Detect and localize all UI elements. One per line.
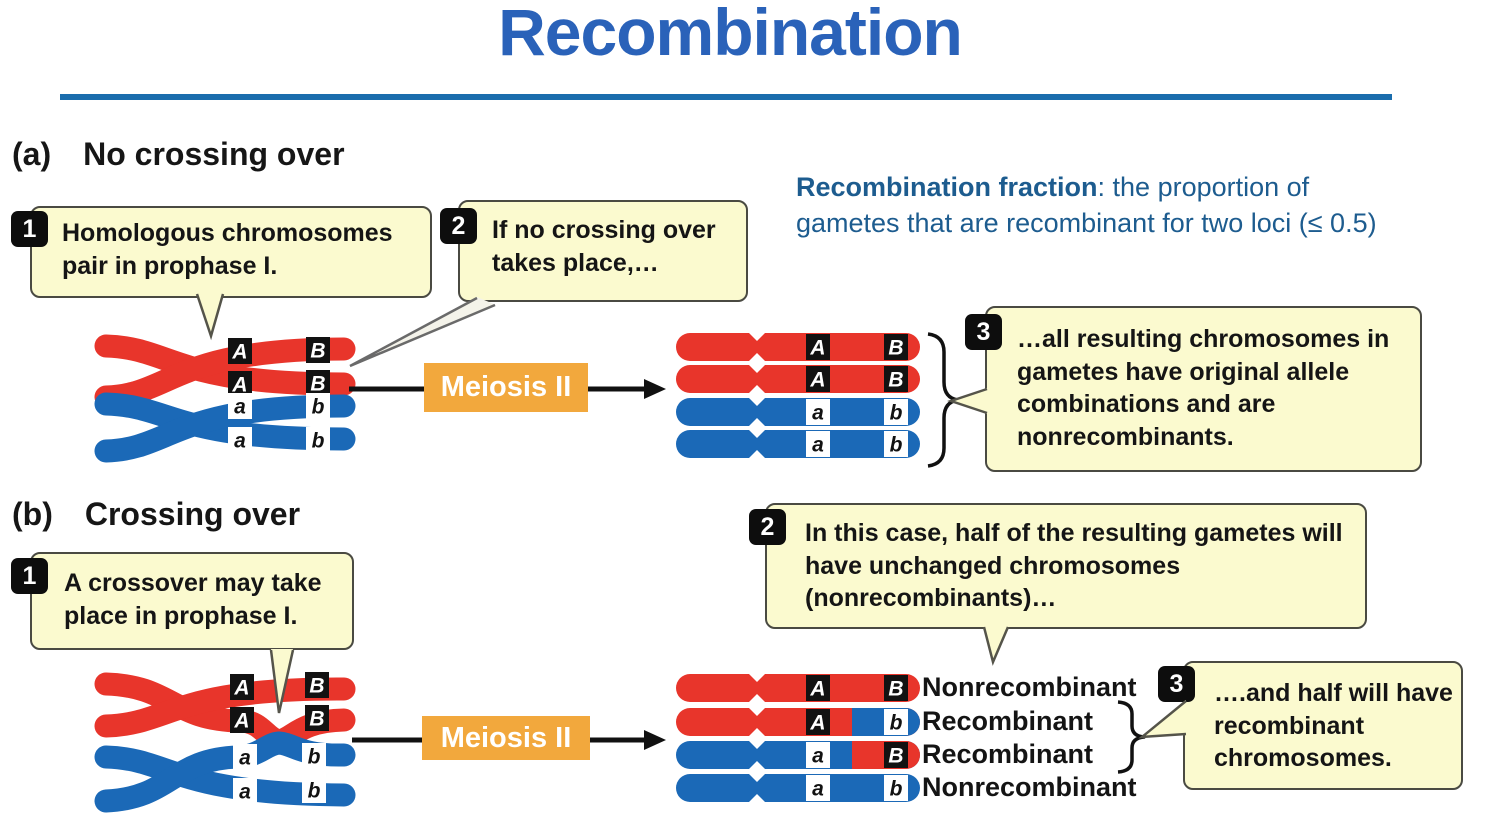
callout-a1-text: Homologous chromosomes pair in prophase … — [62, 219, 393, 280]
svg-text:B: B — [888, 369, 903, 392]
callout-b2-text: In this case, half of the resulting game… — [805, 519, 1343, 612]
svg-text:B: B — [888, 745, 903, 768]
page-title: Recombination — [498, 0, 963, 69]
svg-text:a: a — [239, 781, 251, 804]
callout-b2: In this case, half of the resulting game… — [765, 503, 1367, 629]
definition-text-line2: gametes that are recombinant for two loc… — [796, 207, 1377, 238]
svg-text:b: b — [890, 434, 903, 457]
svg-text:A: A — [231, 341, 247, 364]
svg-text:A: A — [809, 337, 825, 360]
svg-text:A: A — [233, 677, 249, 700]
section-a-title: No crossing over — [83, 136, 345, 172]
svg-text:B: B — [309, 675, 324, 698]
callout-b1: A crossover may take place in prophase I… — [30, 552, 354, 650]
result-label-nonrecombinant-1: Nonrecombinant — [922, 672, 1137, 702]
step-badge-a2: 2 — [440, 208, 477, 244]
svg-text:a: a — [812, 745, 824, 768]
result-label-nonrecombinant-2: Nonrecombinant — [922, 772, 1137, 802]
svg-text:a: a — [239, 747, 251, 770]
svg-text:A: A — [233, 710, 249, 733]
result-label-recombinant-2: Recombinant — [922, 739, 1094, 769]
callout-a2-text: If no crossing over takes place,… — [492, 216, 716, 277]
section-b-heading: (b) Crossing over — [12, 496, 300, 533]
homolog-pair-a: A B A B a b a b — [94, 334, 356, 463]
svg-text:b: b — [312, 430, 325, 453]
svg-text:a: a — [812, 402, 824, 425]
callout-a3: …all resulting chromosomes in gametes ha… — [985, 306, 1422, 472]
callout-a3-text: …all resulting chromosomes in gametes ha… — [1017, 325, 1390, 451]
definition-term: Recombination fraction — [796, 172, 1098, 202]
callout-b3: ….and half will have recombinant chromos… — [1183, 661, 1463, 790]
svg-text:b: b — [312, 396, 325, 419]
svg-text:B: B — [310, 340, 325, 363]
svg-text:a: a — [812, 778, 824, 801]
step-badge-b1: 1 — [11, 558, 48, 594]
callout-a1: Homologous chromosomes pair in prophase … — [30, 206, 432, 298]
svg-text:b: b — [308, 780, 321, 803]
svg-text:B: B — [310, 373, 325, 396]
svg-text:a: a — [234, 430, 246, 453]
allele-labels-b-right: A B A b a B a b — [806, 675, 908, 801]
svg-text:A: A — [809, 678, 825, 701]
svg-text:B: B — [888, 678, 903, 701]
callout-a2: If no crossing over takes place,… — [458, 200, 748, 302]
svg-text:A: A — [231, 374, 247, 397]
meiosis-box-b: Meiosis II — [422, 716, 590, 760]
section-a-heading: (a) No crossing over — [12, 136, 345, 173]
callout-b1-text: A crossover may take place in prophase I… — [64, 569, 322, 630]
definition-text: : the proportion of — [1097, 172, 1310, 202]
step-badge-b2: 2 — [749, 509, 786, 545]
svg-text:A: A — [809, 369, 825, 392]
gamete-chromosomes-a: A B A B a b a b — [676, 332, 960, 468]
svg-text:b: b — [308, 746, 321, 769]
svg-text:A: A — [809, 712, 825, 735]
recombination-fraction-definition: Recombination fraction: the proportion o… — [796, 170, 1492, 241]
step-badge-a1: 1 — [11, 211, 48, 247]
brace-a — [927, 332, 960, 468]
svg-text:b: b — [890, 712, 903, 735]
homolog-pair-b: A B A B a b a b — [94, 672, 356, 813]
section-b-title: Crossing over — [84, 496, 301, 532]
allele-labels-a-right: A B A B a b a b — [806, 334, 908, 457]
svg-text:b: b — [890, 778, 903, 801]
section-a-label: (a) — [12, 136, 52, 172]
allele-labels-a-left: A B A B a b a b — [228, 337, 330, 453]
section-b-label: (b) — [12, 496, 53, 532]
callout-b3-text: ….and half will have recombinant chromos… — [1214, 679, 1453, 772]
svg-text:B: B — [309, 708, 324, 731]
title-divider — [60, 94, 1392, 100]
svg-text:a: a — [234, 396, 246, 419]
step-badge-b3: 3 — [1158, 666, 1195, 702]
allele-labels-b-left: A B A B a b a b — [230, 672, 329, 804]
svg-text:b: b — [890, 402, 903, 425]
result-label-recombinant-1: Recombinant — [922, 706, 1094, 736]
svg-text:B: B — [888, 337, 903, 360]
step-badge-a3: 3 — [965, 314, 1002, 350]
svg-text:a: a — [812, 434, 824, 457]
meiosis-box-a: Meiosis II — [424, 363, 588, 412]
